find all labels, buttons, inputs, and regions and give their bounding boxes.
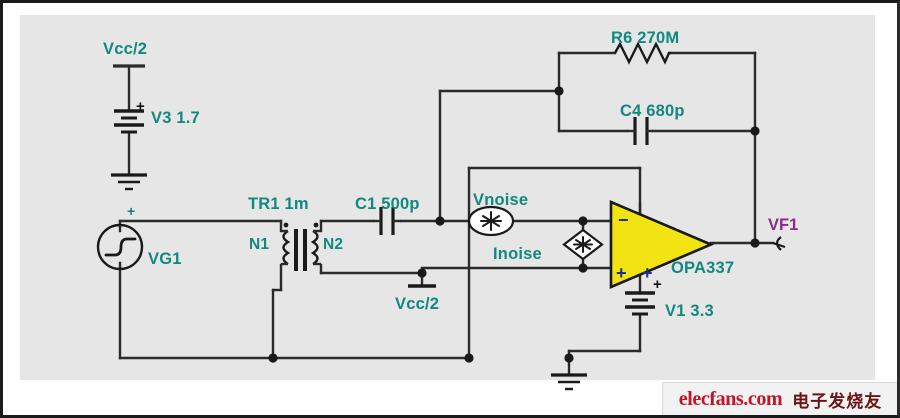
vg1-polarity-plus: + [127, 203, 136, 219]
v1-polarity-plus: + [653, 276, 662, 293]
junction-feedback-left [554, 86, 564, 96]
opamp-triangle-icon[interactable] [609, 200, 715, 289]
battery-icon-v3[interactable] [113, 64, 145, 134]
label-c1: C1 500p [355, 195, 420, 213]
voltage-probe-icon-vf1[interactable] [772, 236, 786, 251]
label-vnoise: Vnoise [473, 191, 529, 209]
capacitor-icon-c1[interactable] [373, 207, 401, 235]
label-tr1: TR1 1m [248, 195, 309, 213]
step-source-icon-vg1[interactable] [96, 223, 144, 271]
junction-inoise-bottom [578, 263, 588, 273]
junction-feedback-right [750, 126, 760, 136]
junction-inverting-node [435, 216, 445, 226]
junction-bottom-left-rail [464, 353, 474, 363]
label-v3-value: V3 1.7 [151, 109, 200, 127]
wire-network [118, 51, 775, 377]
resistor-icon-r6[interactable] [613, 41, 671, 65]
capacitor-icon-c4[interactable] [627, 117, 653, 145]
ground-icon-v3 [111, 173, 147, 191]
junction-vcc2-net [417, 268, 427, 278]
junction-output [750, 238, 760, 248]
label-r6: R6 270M [611, 29, 680, 47]
noise-voltage-source-icon-vnoise[interactable] [467, 205, 515, 237]
ground-icon-main [551, 373, 587, 391]
label-c4: C4 680p [620, 102, 685, 120]
schematic-canvas [20, 15, 875, 380]
junction-bottom-tr1 [268, 353, 278, 363]
junction-inoise-top [578, 216, 588, 226]
junction-dots [268, 86, 760, 363]
opamp-inverting-pin-label: − [618, 210, 629, 230]
opamp-supply-pin-label: + [642, 263, 653, 283]
label-vcc2-net: Vcc/2 [395, 295, 440, 313]
transformer-icon-tr1[interactable] [281, 222, 321, 271]
label-tr1-n1: N1 [249, 236, 270, 253]
watermark: elecfans.com 电子发烧友 [662, 382, 897, 415]
v3-polarity-plus: + [136, 98, 145, 115]
label-v1: V1 3.3 [665, 302, 714, 320]
label-vf1: VF1 [768, 216, 799, 234]
label-opamp: OPA337 [671, 259, 735, 277]
tr1-dot-secondary [313, 222, 319, 228]
watermark-site: elecfans.com [678, 388, 783, 410]
label-v3-net: Vcc/2 [103, 40, 148, 58]
junction-main-ground [564, 353, 574, 363]
noise-current-source-icon-inoise[interactable] [562, 228, 604, 261]
watermark-cn-text: 电子发烧友 [792, 392, 883, 411]
label-tr1-n2: N2 [323, 236, 344, 253]
label-inoise: Inoise [493, 245, 542, 263]
battery-icon-v1[interactable] [625, 291, 655, 316]
schematic-drawing [96, 41, 786, 391]
tr1-dot-primary [283, 222, 289, 228]
label-vg1: VG1 [148, 250, 182, 268]
opamp-noninverting-pin-label: + [616, 263, 627, 283]
